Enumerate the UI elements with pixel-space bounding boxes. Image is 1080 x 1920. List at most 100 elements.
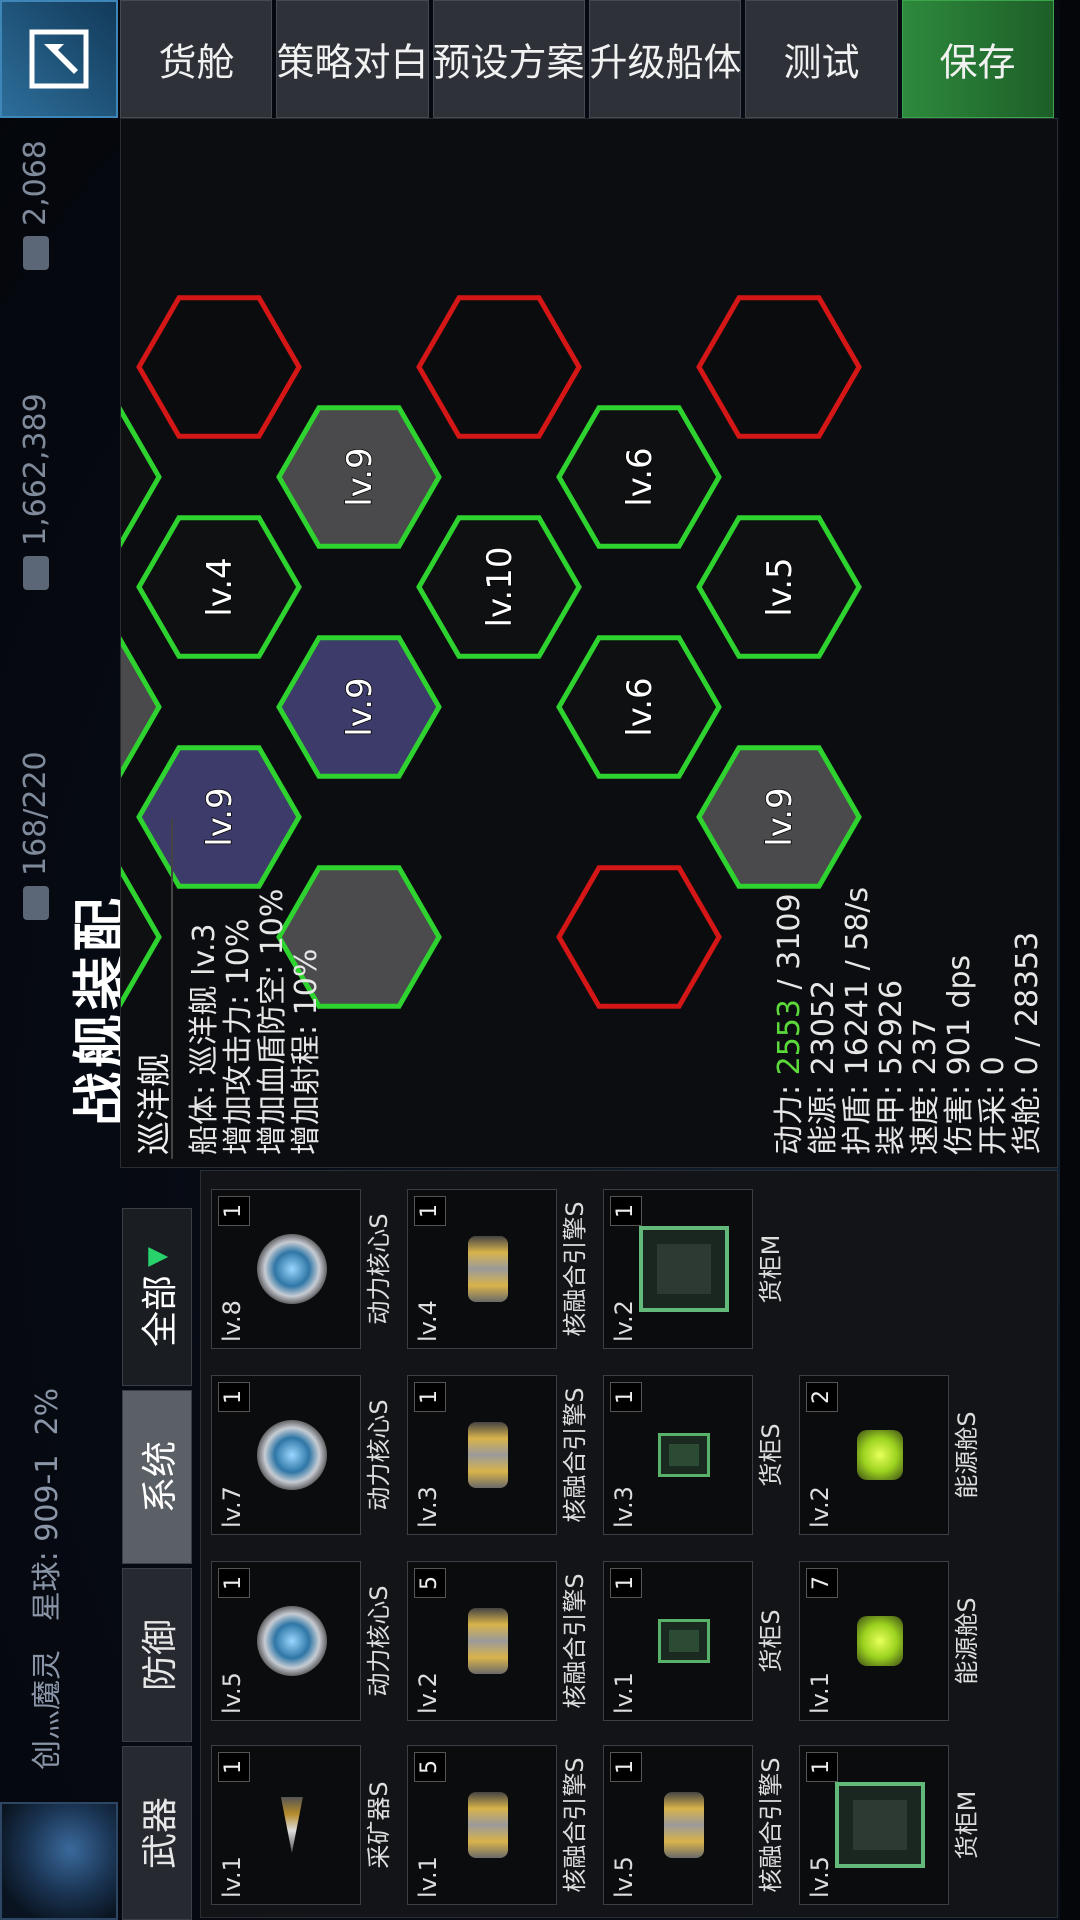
- hex-slot-locked[interactable]: [696, 295, 862, 439]
- item-level: lv.1: [610, 1672, 638, 1714]
- hex-slot[interactable]: [696, 515, 862, 659]
- power-current: 2553: [772, 998, 807, 1076]
- gold-value: 2,068: [18, 140, 53, 226]
- strategy-button[interactable]: 策略对白: [276, 0, 429, 118]
- tab-systems[interactable]: 系统: [122, 1390, 192, 1564]
- hex-slot[interactable]: [276, 405, 442, 549]
- top-bar: 创灬魔灵 星球: 909-1 2% 168/220 1,662,389 2,06…: [0, 0, 132, 1920]
- engine-icon: [467, 1792, 508, 1858]
- item-name: 能源舱S: [953, 1597, 981, 1685]
- player-info: 创灬魔灵 星球: 909-1 2%: [22, 1388, 66, 1770]
- stat-shield: 护盾: 16241 / 58/s: [840, 886, 875, 1155]
- item-quantity: 5: [414, 1568, 446, 1598]
- item-quantity: 1: [610, 1196, 642, 1226]
- player-avatar[interactable]: [0, 1802, 118, 1920]
- hex-slot[interactable]: [276, 865, 442, 1009]
- item-quantity: 1: [218, 1196, 250, 1226]
- preset-button[interactable]: 预设方案: [432, 0, 585, 118]
- item-name: 核融合引擎S: [561, 1387, 589, 1523]
- hex-module-level: lv.5: [760, 557, 800, 616]
- tab-defense[interactable]: 防御: [122, 1568, 192, 1742]
- upgrade-hull-button[interactable]: 升级船体: [588, 0, 742, 118]
- save-button[interactable]: 保存: [901, 0, 1054, 118]
- hex-slot[interactable]: [276, 635, 442, 779]
- hex-slot[interactable]: [121, 405, 162, 549]
- test-button[interactable]: 测试: [745, 0, 898, 118]
- item-quantity: 1: [806, 1752, 838, 1782]
- stat-mining: 开采: 0: [976, 1056, 1011, 1155]
- item-name: 动力核心S: [365, 1585, 393, 1697]
- item-level: lv.1: [414, 1856, 442, 1898]
- hex-module-level: lv.9: [200, 787, 240, 846]
- item-name: 货柜M: [757, 1234, 785, 1304]
- hex-slot[interactable]: [556, 635, 722, 779]
- hex-slot[interactable]: [136, 515, 302, 659]
- ship-name: 巡洋舰: [135, 1053, 175, 1155]
- item-quantity: 1: [218, 1382, 250, 1412]
- item-level: lv.7: [218, 1486, 246, 1528]
- hex-slot-locked[interactable]: [136, 295, 302, 439]
- cargo-s-icon: [657, 1433, 710, 1477]
- hex-slot[interactable]: [696, 745, 862, 889]
- hex-module-level: lv.9: [340, 447, 380, 506]
- hex-slot[interactable]: [136, 745, 302, 889]
- cargo-value: 168/220: [18, 751, 53, 876]
- item-level: lv.1: [218, 1856, 246, 1898]
- item-level: lv.2: [414, 1672, 442, 1714]
- filter-label: 全部: [140, 1275, 181, 1348]
- stat-energy: 能源: 23052: [806, 979, 841, 1155]
- engine-icon: [663, 1792, 704, 1858]
- item-level: lv.5: [806, 1856, 834, 1898]
- hex-slot[interactable]: [121, 635, 162, 779]
- item-level: lv.3: [610, 1486, 638, 1528]
- hex-slot-locked[interactable]: [416, 295, 582, 439]
- item-name: 核融合引擎S: [757, 1757, 785, 1893]
- core-icon: [256, 1420, 327, 1490]
- engine-icon: [467, 1422, 508, 1488]
- item-name: 货柜S: [757, 1609, 785, 1673]
- filter-dropdown[interactable]: 全部 ▼: [122, 1208, 192, 1386]
- gold-display: 2,068: [18, 140, 53, 270]
- tab-weapons[interactable]: 武器: [122, 1746, 192, 1920]
- item-level: lv.1: [806, 1672, 834, 1714]
- item-level: lv.8: [218, 1300, 246, 1342]
- stat-damage: 伤害: 901 dps: [942, 954, 977, 1155]
- category-tabs: 武器 防御 系统 全部 ▼: [122, 1180, 196, 1920]
- item-quantity: 2: [806, 1382, 838, 1412]
- hex-module-level: lv.9: [340, 677, 380, 736]
- cargo-button[interactable]: 货舱: [120, 0, 273, 118]
- test-button-label: 测试: [783, 40, 860, 85]
- energy-icon: [856, 1430, 903, 1480]
- planet-percent: 2%: [30, 1387, 65, 1436]
- hex-module-level: lv.10: [480, 547, 520, 628]
- ship-loadout-panel: lv.9lv.9lv.4lv.9lv.4lv.9lv.10lv.6lv.6lv.…: [120, 118, 1058, 1168]
- exit-button[interactable]: [0, 0, 118, 118]
- hex-slot[interactable]: [121, 865, 162, 1009]
- hex-slot[interactable]: [416, 515, 582, 659]
- hex-slot[interactable]: [556, 405, 722, 549]
- hex-slot-locked[interactable]: [556, 865, 722, 1009]
- engine-icon: [467, 1608, 508, 1674]
- bottom-strip: [1060, 0, 1080, 1920]
- core-icon: [256, 1606, 327, 1676]
- player-name: 创灬魔灵: [30, 1650, 65, 1770]
- preset-button-label: 预设方案: [432, 40, 585, 85]
- cargo-m-icon: [834, 1782, 925, 1868]
